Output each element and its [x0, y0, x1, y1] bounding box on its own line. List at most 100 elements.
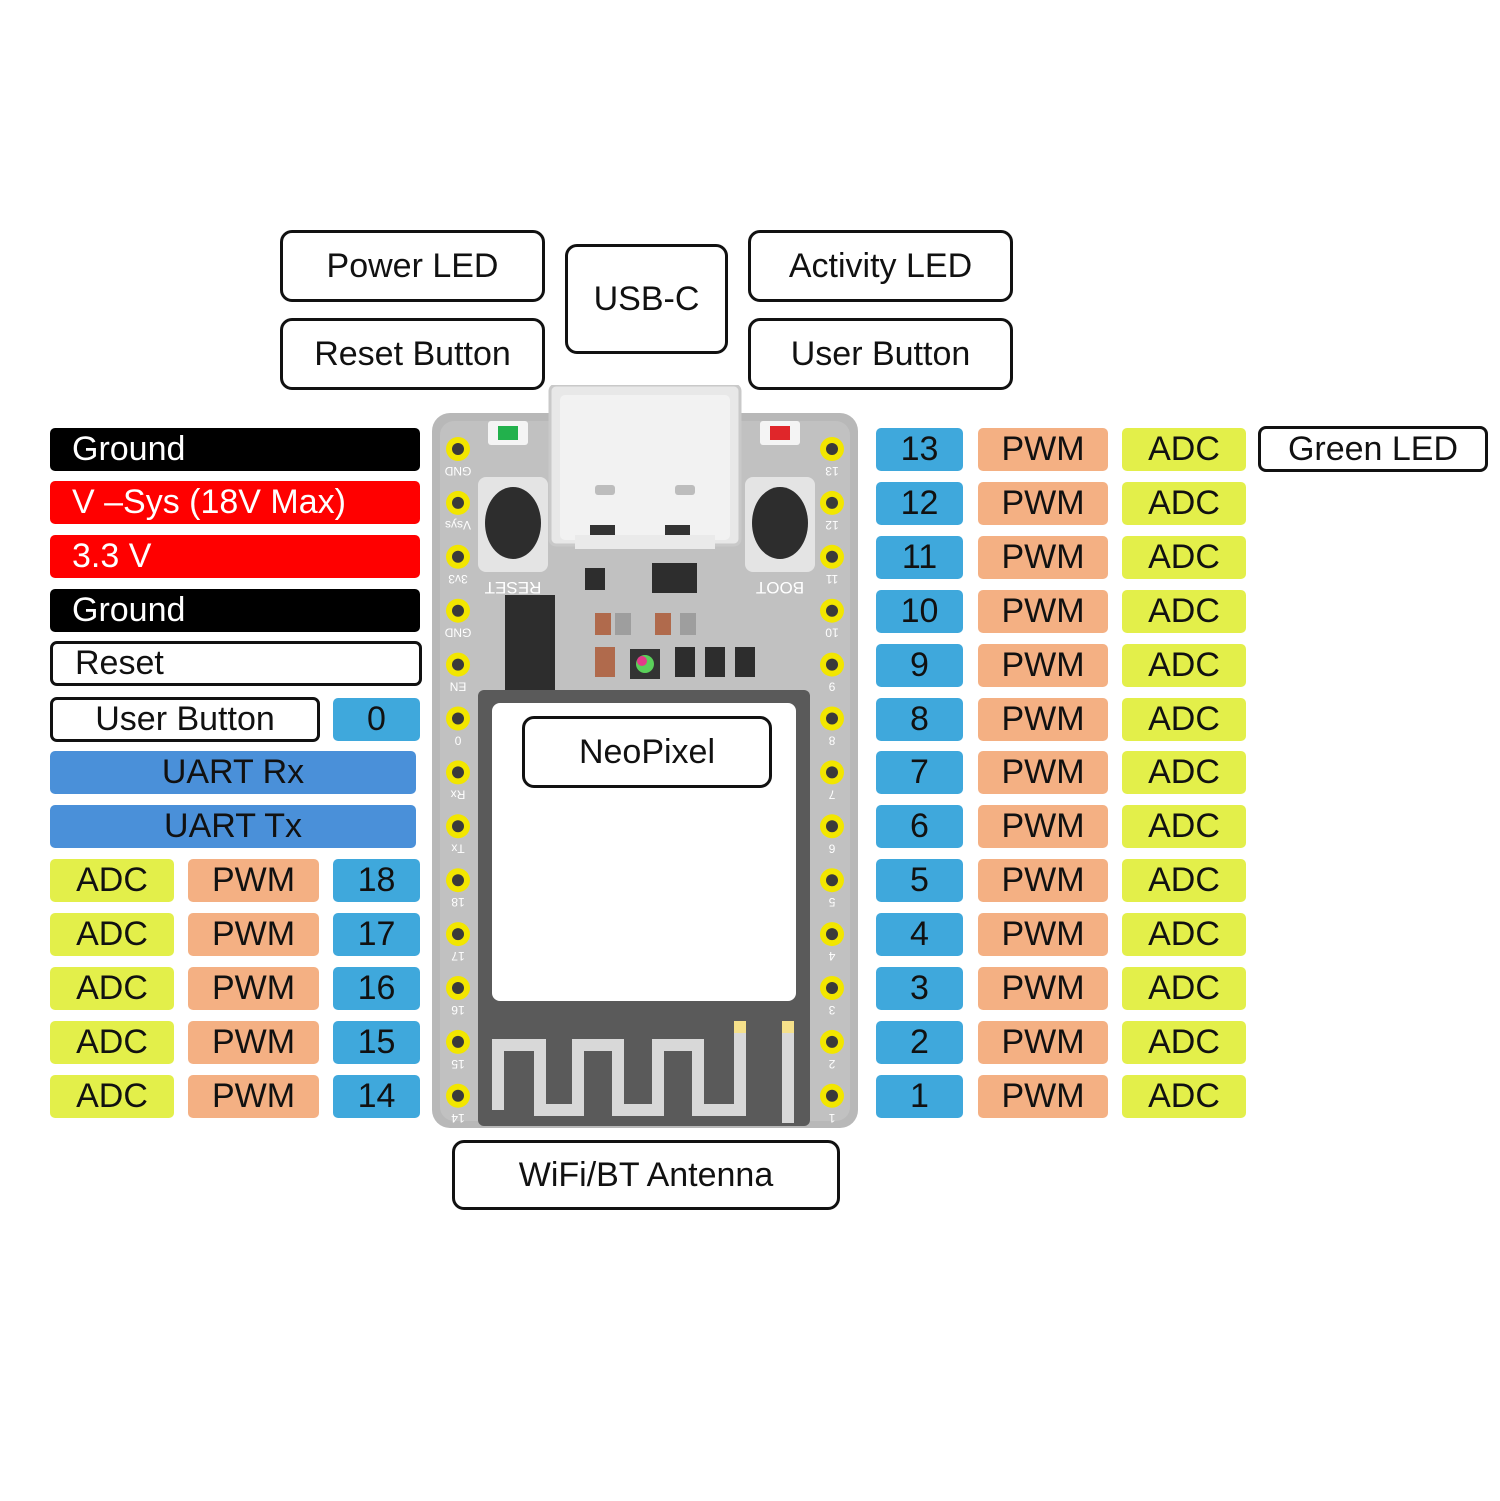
silk-label: 9: [828, 680, 835, 694]
pin-label: 5: [910, 861, 929, 900]
header-pad-hole: [826, 443, 838, 455]
pin-gpio: 8: [876, 697, 963, 741]
pin-label: ADC: [76, 1023, 148, 1061]
pin-gpio: 13: [876, 428, 963, 471]
pin-label: ADC: [1148, 969, 1220, 1007]
pin-label: ADC: [1148, 645, 1220, 684]
pin-pwm: PWM: [188, 1021, 319, 1064]
silk-label: 1: [828, 1111, 835, 1125]
header-pad-hole: [826, 982, 838, 994]
header-pad-hole: [452, 874, 464, 887]
pin-adc: ADC: [1122, 967, 1246, 1010]
silk-label: 3: [828, 1003, 835, 1017]
microcontroller-board: RESET BOOT GNDVsys3v3GNDEN0RxTx181716151…: [432, 385, 858, 1128]
user-button-callout: User Button: [748, 318, 1013, 390]
pin-gpio: 15: [333, 1021, 420, 1064]
pin-label: PWM: [211, 915, 296, 953]
pin-adc: ADC: [50, 1075, 174, 1118]
pin-pwm: PWM: [978, 1074, 1108, 1118]
header-pad-hole: [826, 766, 838, 779]
header-pad-hole: [826, 874, 838, 887]
pin-vsys: V –Sys (18V Max): [50, 481, 420, 524]
pin-gpio: 4: [876, 913, 963, 957]
header-pad-hole: [826, 928, 838, 941]
pin-ground-2: Ground: [50, 589, 420, 632]
antenna-trace: [492, 1025, 746, 1116]
header-pad-hole: [452, 496, 464, 509]
pin-label: ADC: [1148, 915, 1220, 954]
silk-label: 18: [451, 895, 465, 909]
pin-reset: Reset: [50, 641, 422, 686]
pin-label: 16: [357, 969, 396, 1007]
pin-pwm: PWM: [978, 481, 1108, 525]
pin-label: 4: [910, 915, 929, 954]
header-pad-hole: [452, 443, 464, 455]
pin-label: 11: [901, 537, 938, 576]
pin-gpio: 5: [876, 859, 963, 903]
pin-label: ADC: [1148, 1022, 1220, 1061]
pin-uart-tx: UART Tx: [50, 805, 416, 848]
green-led-callout: Green LED: [1258, 426, 1488, 472]
pin-label: 18: [357, 861, 396, 899]
header-pad-hole: [452, 982, 464, 994]
pin-pwm: PWM: [978, 589, 1108, 633]
pin-label: 14: [357, 1077, 396, 1115]
silk-label: 17: [451, 949, 465, 963]
pin-label: 3.3 V: [72, 537, 152, 575]
pin-label: PWM: [1001, 430, 1085, 468]
pin-uart-rx: UART Rx: [50, 751, 416, 794]
pin-label: PWM: [1001, 645, 1085, 684]
silk-label: 11: [825, 572, 838, 586]
boot-silk: BOOT: [756, 578, 804, 597]
pin-user-button: User Button: [50, 697, 320, 742]
pin-label: 15: [357, 1023, 396, 1061]
pin-label: 2: [910, 1022, 929, 1061]
pin-label: 8: [910, 699, 929, 738]
silk-label: 16: [451, 1003, 465, 1017]
pin-adc: ADC: [1122, 1074, 1246, 1118]
silk-label: 7: [828, 787, 835, 801]
header-pad-hole: [452, 928, 464, 941]
pin-label: ADC: [76, 915, 148, 953]
header-pad-hole: [826, 550, 838, 563]
header-pad-hole: [452, 820, 464, 833]
pin-pwm: PWM: [978, 535, 1108, 579]
pin-label: ADC: [1148, 753, 1220, 792]
pin-adc: ADC: [1122, 1020, 1246, 1064]
pin-label: Ground: [72, 430, 186, 468]
silk-label: 14: [451, 1111, 465, 1125]
pin-label: ADC: [76, 861, 148, 899]
power-led-callout: Power LED: [280, 230, 545, 302]
neopixel-label: NeoPixel: [578, 732, 716, 771]
silk-label: 15: [451, 1057, 465, 1071]
pin-gpio: 11: [876, 535, 963, 579]
silk-label: 13: [825, 464, 839, 478]
pin-label: ADC: [1148, 861, 1220, 900]
pin-label: PWM: [1001, 915, 1085, 954]
silk-label: GND: [444, 464, 471, 478]
pin-label: 3: [910, 969, 929, 1007]
pin-gpio: 7: [876, 751, 963, 795]
pin-adc: ADC: [50, 967, 174, 1010]
silk-label: Tx: [451, 841, 464, 855]
header-pad-hole: [826, 658, 838, 671]
pin-pwm: PWM: [978, 805, 1108, 849]
pin-adc: ADC: [50, 1021, 174, 1064]
pin-label: ADC: [1148, 699, 1220, 738]
pin-adc: ADC: [1122, 751, 1246, 795]
silk-label: 0: [454, 734, 461, 748]
pin-label: PWM: [211, 969, 296, 1007]
pin-adc: ADC: [1122, 805, 1246, 849]
pin-label: PWM: [211, 1077, 296, 1115]
reset-silk: RESET: [485, 578, 542, 597]
pin-label: 12: [900, 483, 939, 522]
pin-gpio: 12: [876, 481, 963, 525]
pin-label: PWM: [1001, 807, 1085, 846]
pin-pwm: PWM: [978, 859, 1108, 903]
antenna-label: WiFi/BT Antenna: [518, 1155, 774, 1194]
pin-adc: ADC: [1122, 428, 1246, 471]
silk-label: GND: [444, 626, 471, 640]
pin-label: 7: [910, 753, 929, 792]
pin-gpio-0: 0: [333, 698, 420, 741]
pin-label: Reset: [75, 644, 164, 682]
